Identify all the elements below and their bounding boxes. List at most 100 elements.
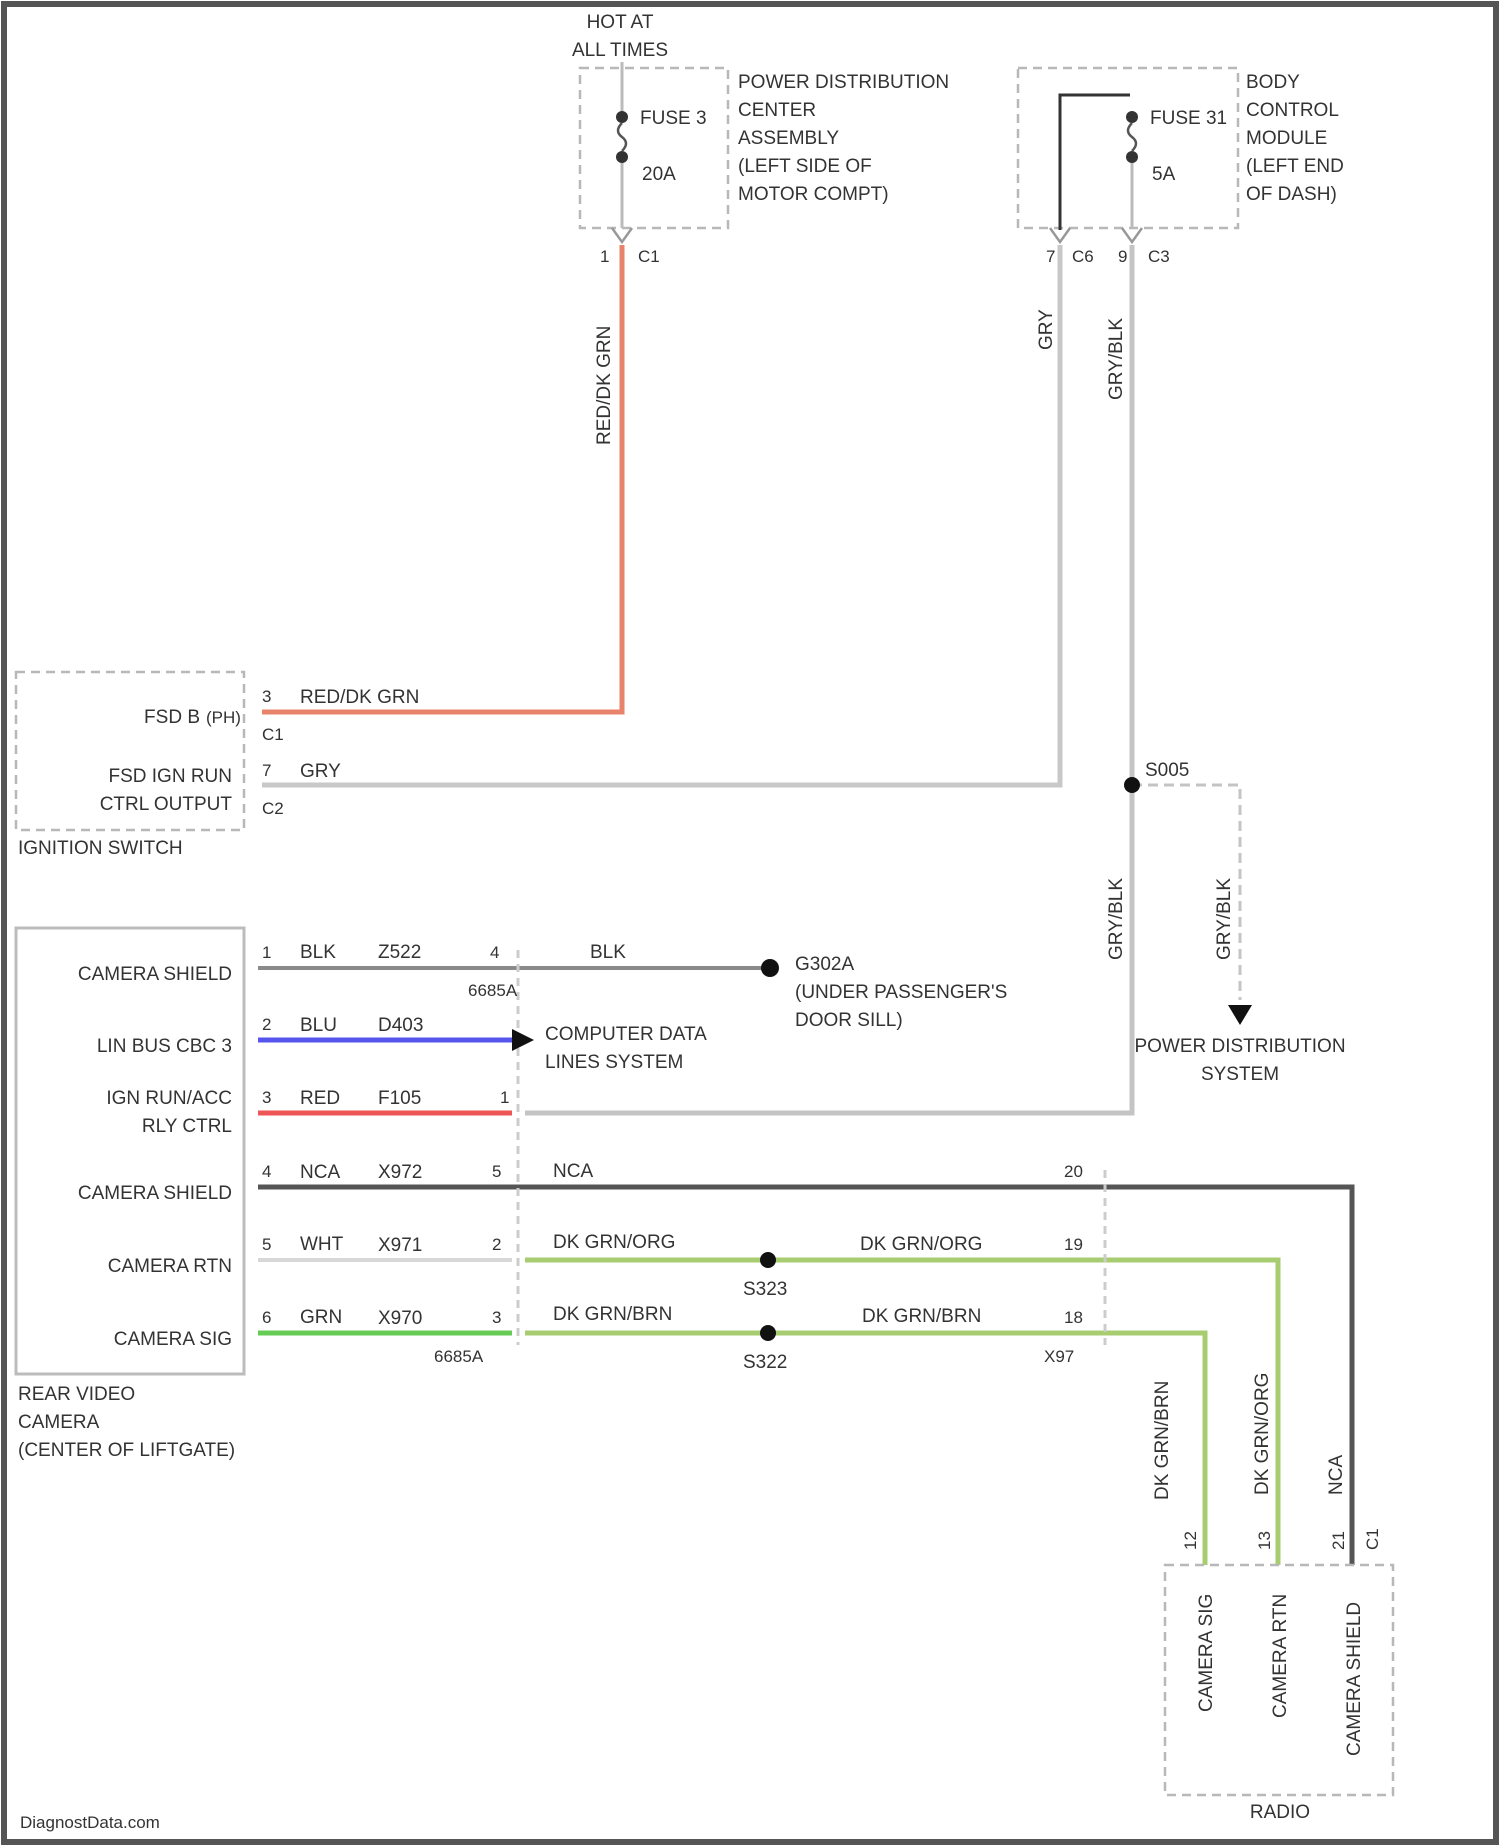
ground-g302a-label-3: DOOR SILL) bbox=[795, 1010, 903, 1031]
camera-row6-circuit: X970 bbox=[378, 1308, 422, 1329]
camera-row6-wire2: DK GRN/BRN bbox=[553, 1304, 672, 1325]
hot-at-all-times-label-1: HOT AT bbox=[587, 12, 654, 33]
camera-row4-circuit: X972 bbox=[378, 1162, 422, 1183]
splice-s322-label: S322 bbox=[743, 1352, 787, 1373]
camera-title-3: (CENTER OF LIFTGATE) bbox=[18, 1440, 235, 1461]
connector-6685a-bottom: 6685A bbox=[434, 1347, 484, 1366]
ground-g302a-label-2: (UNDER PASSENGER'S bbox=[795, 982, 1007, 1003]
radio-wire-shield: NCA bbox=[1326, 1455, 1347, 1495]
bcm-pin-left: 7 bbox=[1046, 247, 1055, 266]
ground-g302a-dot bbox=[761, 959, 779, 977]
connector-6685a-top: 6685A bbox=[468, 981, 518, 1000]
camera-row5-wire2: DK GRN/ORG bbox=[553, 1232, 675, 1253]
camera-row1-circuit: Z522 bbox=[378, 942, 421, 963]
ign-row2-wire: GRY bbox=[300, 761, 341, 782]
camera-row4-wire: NCA bbox=[300, 1162, 340, 1183]
power-distribution-system-1: POWER DISTRIBUTION bbox=[1134, 1036, 1345, 1057]
splice-s005-dot bbox=[1124, 777, 1140, 793]
camera-row5-wire3: DK GRN/ORG bbox=[860, 1234, 982, 1255]
camera-row4-wire2: NCA bbox=[553, 1161, 593, 1182]
camera-box bbox=[16, 928, 244, 1374]
camera-row1-label: CAMERA SHIELD bbox=[78, 964, 232, 985]
camera-row6-far-pin: 18 bbox=[1064, 1308, 1083, 1327]
camera-row3-inline-pin: 1 bbox=[500, 1088, 509, 1107]
ign-row1-sub: (PH) bbox=[206, 708, 241, 727]
ign-row1-label: FSD B bbox=[144, 707, 200, 728]
pdc-title-5: MOTOR COMPT) bbox=[738, 184, 889, 205]
camera-row1-pin: 1 bbox=[262, 943, 271, 962]
radio-title: RADIO bbox=[1250, 1802, 1310, 1823]
camera-title-1: REAR VIDEO bbox=[18, 1384, 135, 1405]
hot-at-all-times-label-2: ALL TIMES bbox=[572, 40, 668, 61]
camera-row1-inline-pin: 4 bbox=[490, 943, 499, 962]
bcm-fuse-terminal-top bbox=[1126, 111, 1138, 123]
camera-row3-label-1: IGN RUN/ACC bbox=[106, 1088, 232, 1109]
camera-row6-inline-pin: 3 bbox=[492, 1308, 501, 1327]
splice-s322-dot bbox=[760, 1325, 776, 1341]
camera-row4-label: CAMERA SHIELD bbox=[78, 1183, 232, 1204]
bcm-fuse-terminal-bottom bbox=[1126, 151, 1138, 163]
camera-row2-pin: 2 bbox=[262, 1015, 271, 1034]
pdc-connector: C1 bbox=[638, 247, 660, 266]
ignition-switch-title: IGNITION SWITCH bbox=[18, 838, 183, 859]
camera-row2-wire: BLU bbox=[300, 1015, 337, 1036]
camera-row6-pin: 6 bbox=[262, 1308, 271, 1327]
ign-row2-pin: 7 bbox=[262, 761, 271, 780]
bcm-fuse-label: FUSE 31 bbox=[1150, 108, 1227, 129]
camera-row3-circuit: F105 bbox=[378, 1088, 421, 1109]
ign-row1-wire: RED/DK GRN bbox=[300, 687, 419, 708]
bcm-title-1: BODY bbox=[1246, 72, 1300, 93]
data-lines-label-1: COMPUTER DATA bbox=[545, 1024, 707, 1045]
radio-label-shield: CAMERA SHIELD bbox=[1344, 1602, 1365, 1756]
s005-wire-left-label: GRY/BLK bbox=[1106, 878, 1127, 960]
pdc-fuse-terminal-bottom bbox=[616, 151, 628, 163]
camera-row3-pin: 3 bbox=[262, 1088, 271, 1107]
ign-row1-connector: C1 bbox=[262, 725, 284, 744]
camera-row5-circuit: X971 bbox=[378, 1235, 422, 1256]
pdc-title-4: (LEFT SIDE OF bbox=[738, 156, 872, 177]
radio-pin-sig: 12 bbox=[1181, 1531, 1200, 1550]
pdc-wire-label: RED/DK GRN bbox=[594, 326, 615, 445]
splice-s323-dot bbox=[760, 1252, 776, 1268]
bcm-title-3: MODULE bbox=[1246, 128, 1327, 149]
camera-row1-wire2: BLK bbox=[590, 942, 626, 963]
camera-row5-inline-pin: 2 bbox=[492, 1235, 501, 1254]
bcm-wire-right-label: GRY/BLK bbox=[1106, 318, 1127, 400]
pdc-fuse-label: FUSE 3 bbox=[640, 108, 707, 129]
ground-g302a-label-1: G302A bbox=[795, 954, 854, 975]
camera-row5-pin: 5 bbox=[262, 1235, 271, 1254]
camera-row6-label: CAMERA SIG bbox=[114, 1329, 232, 1350]
pdc-title-1: POWER DISTRIBUTION bbox=[738, 72, 949, 93]
camera-row4-inline-pin: 5 bbox=[492, 1162, 501, 1181]
camera-row5-label: CAMERA RTN bbox=[108, 1256, 232, 1277]
radio-label-sig: CAMERA SIG bbox=[1196, 1594, 1217, 1712]
camera-row5-wire: WHT bbox=[300, 1234, 344, 1255]
radio-pin-rtn: 13 bbox=[1255, 1531, 1274, 1550]
pdc-title-3: ASSEMBLY bbox=[738, 128, 839, 149]
bcm-pin-right: 9 bbox=[1118, 247, 1127, 266]
diagram-frame bbox=[4, 4, 1496, 1842]
data-lines-label-2: LINES SYSTEM bbox=[545, 1052, 683, 1073]
ign-row2-label-1: FSD IGN RUN bbox=[109, 766, 233, 787]
pdc-pin: 1 bbox=[600, 247, 609, 266]
footer-watermark: DiagnostData.com bbox=[20, 1813, 160, 1832]
splice-s005-label: S005 bbox=[1145, 760, 1189, 781]
bcm-title-5: OF DASH) bbox=[1246, 184, 1337, 205]
camera-row3-wire: RED bbox=[300, 1088, 340, 1109]
camera-row6-wire: GRN bbox=[300, 1307, 342, 1328]
camera-row4-pin: 4 bbox=[262, 1162, 271, 1181]
camera-row2-circuit: D403 bbox=[378, 1015, 423, 1036]
camera-row4-far-pin: 20 bbox=[1064, 1162, 1083, 1181]
ign-row2-connector: C2 bbox=[262, 799, 284, 818]
bcm-conn-left: C6 bbox=[1072, 247, 1094, 266]
pdc-fuse-terminal-top bbox=[616, 111, 628, 123]
camera-row3-label-2: RLY CTRL bbox=[142, 1116, 232, 1137]
pdc-title-2: CENTER bbox=[738, 100, 816, 121]
radio-wire-rtn: DK GRN/ORG bbox=[1252, 1373, 1273, 1495]
camera-row1-wire: BLK bbox=[300, 942, 336, 963]
radio-wire-sig: DK GRN/BRN bbox=[1152, 1381, 1173, 1500]
bcm-fuse-rating: 5A bbox=[1152, 164, 1176, 185]
ign-row1-pin: 3 bbox=[262, 687, 271, 706]
bcm-conn-right: C3 bbox=[1148, 247, 1170, 266]
